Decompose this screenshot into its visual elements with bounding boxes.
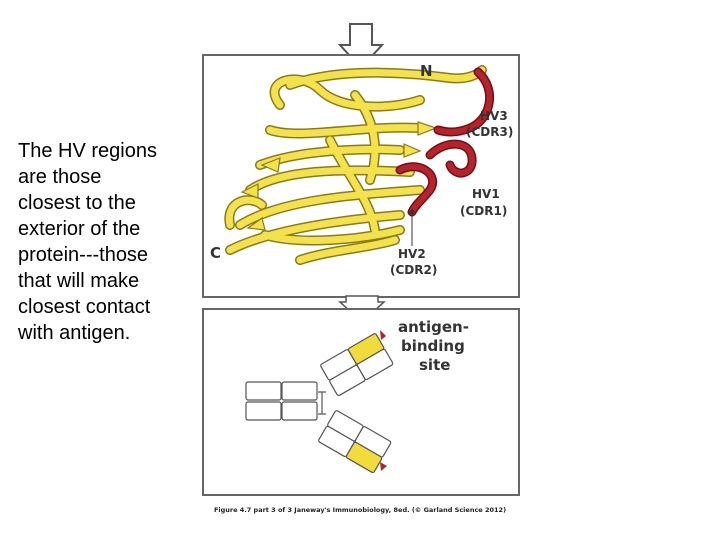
antigen-binding-label-line3: site — [419, 356, 450, 374]
slide-text-line: are those — [18, 166, 102, 188]
slide-body-text: The HV regions are those closest to the … — [18, 138, 198, 346]
hv1-label: HV1 — [472, 187, 500, 201]
antibody-schematic — [245, 330, 394, 474]
hv3-label: HV3 — [480, 109, 508, 123]
n-terminus-label: N — [420, 62, 433, 80]
antigen-binding-label-line1: antigen- — [398, 318, 469, 336]
slide-text-line: that will make — [18, 270, 140, 292]
slide-text-line: exterior of the — [18, 218, 141, 240]
slide-text-line: with antigen. — [18, 322, 131, 344]
cdr3-label: (CDR3) — [466, 125, 513, 139]
antigen-binding-label-line2: binding — [401, 337, 465, 355]
label-leader-lines — [409, 209, 415, 246]
cdr2-label: (CDR2) — [390, 263, 437, 277]
strand-arrowheads — [240, 121, 438, 231]
c-terminus-label: C — [210, 244, 221, 262]
figure-caption: Figure 4.7 part 3 of 3 Janeway's Immunob… — [213, 506, 507, 514]
slide-text-line: protein---those — [18, 244, 149, 266]
slide-text-line: closest contact — [18, 296, 151, 318]
hv2-label: HV2 — [398, 247, 426, 261]
slide-text-line: The HV regions — [18, 140, 157, 162]
slide-text-line: closest to the — [18, 192, 136, 214]
hypervariable-loops — [395, 67, 494, 217]
variable-domain-panel — [202, 54, 520, 298]
cdr1-label: (CDR1) — [460, 204, 507, 218]
